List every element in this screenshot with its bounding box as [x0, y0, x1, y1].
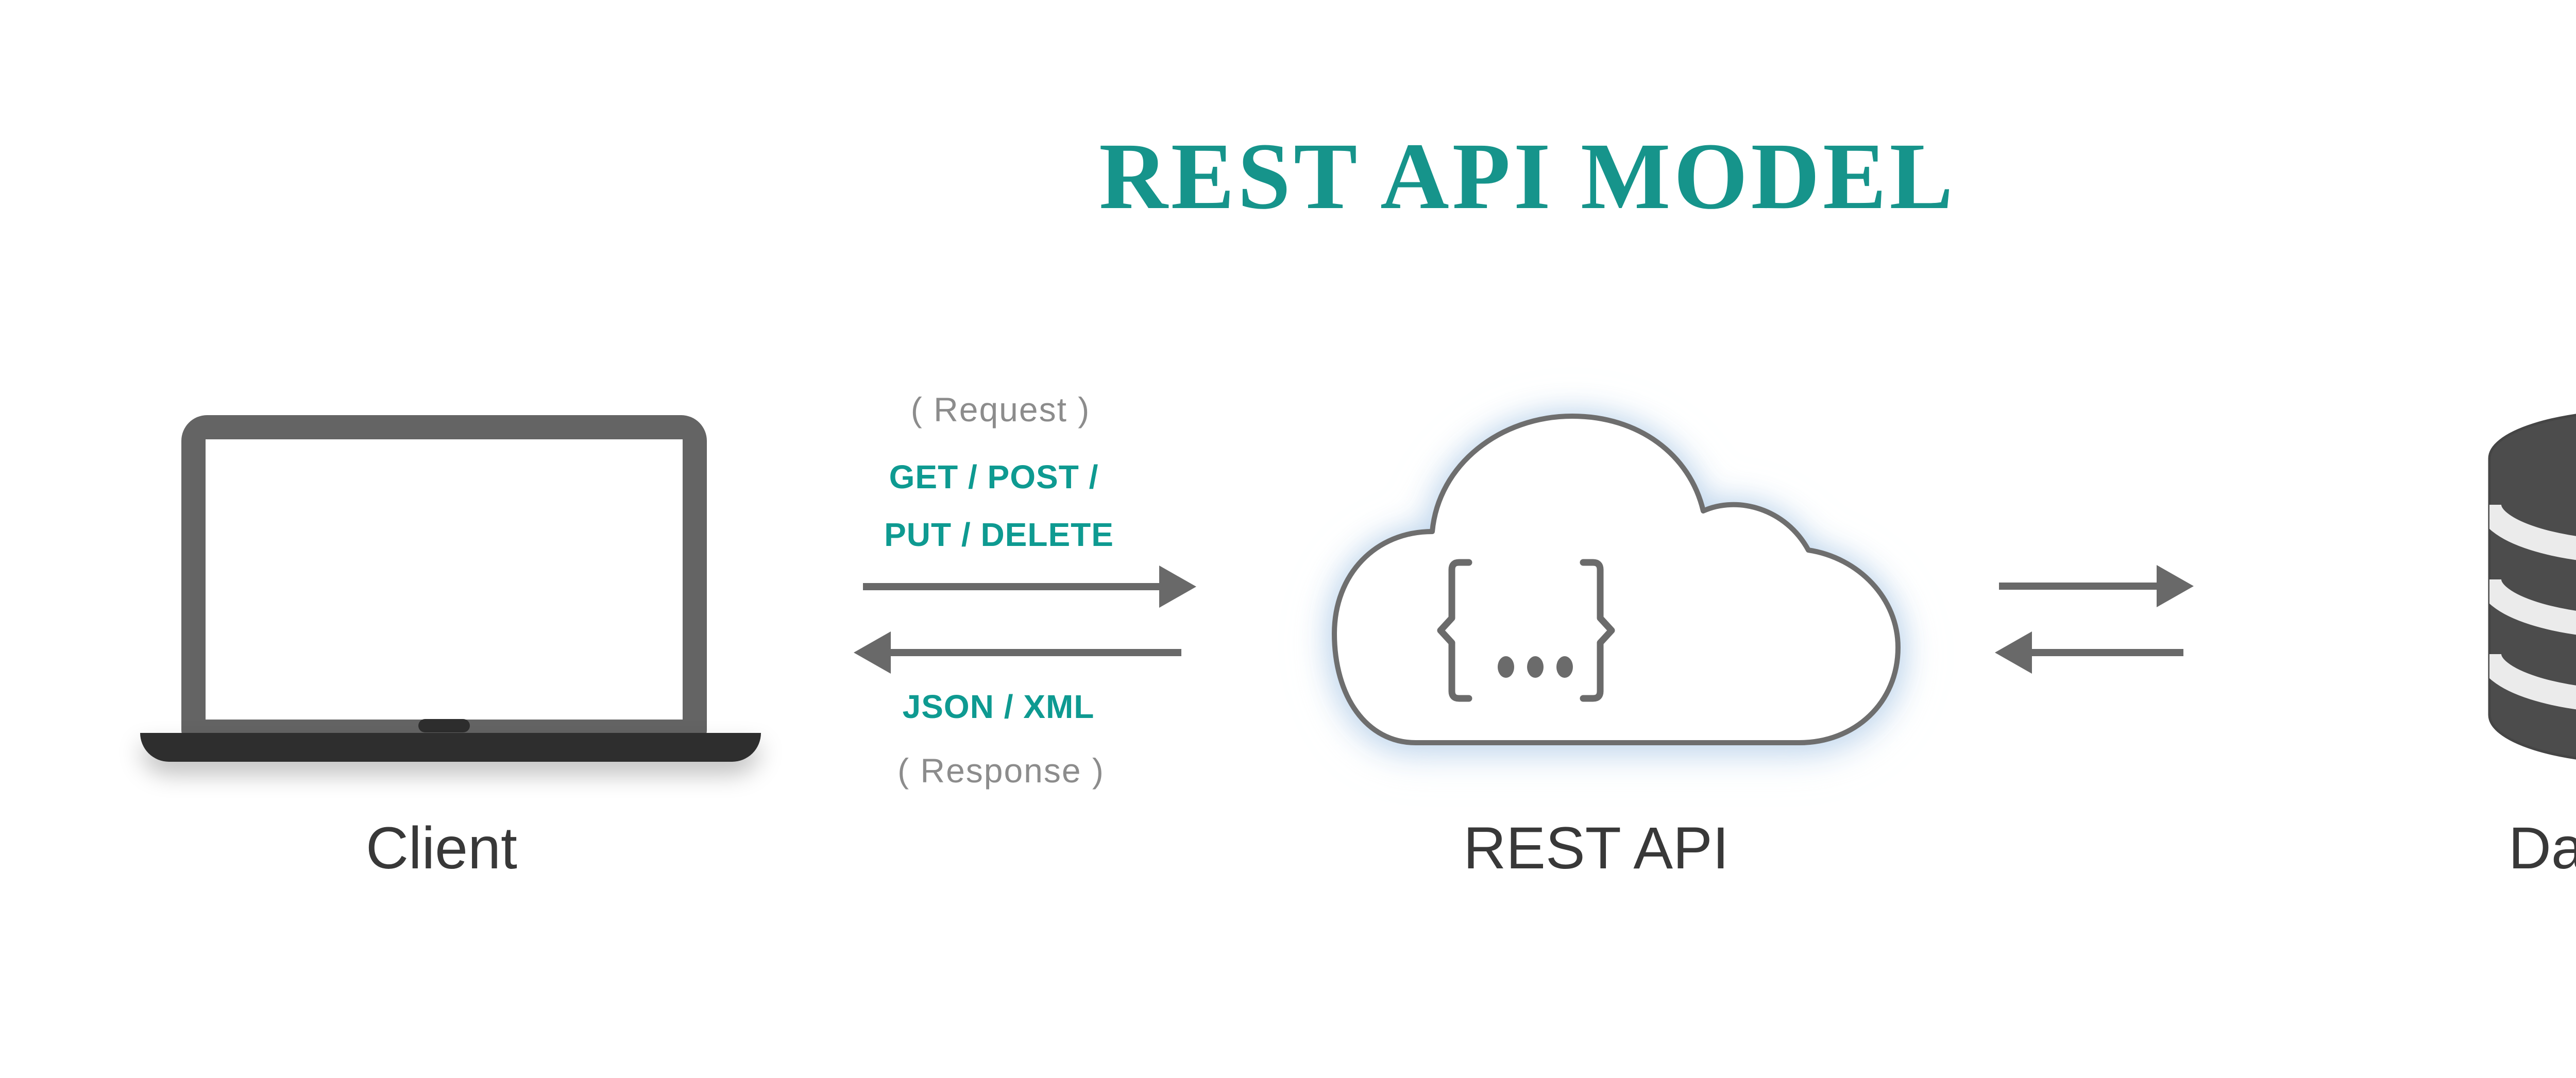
request-annotation: ( Request ) — [910, 390, 1091, 429]
database-cylinder-icon — [2488, 414, 2576, 760]
arrow-shaft — [888, 649, 1181, 656]
right-brace — [1580, 559, 1615, 702]
request-arrow-icon — [863, 566, 1196, 608]
response-formats: JSON / XML — [902, 688, 1095, 725]
arrow-shaft — [2029, 649, 2183, 656]
laptop-icon — [181, 415, 707, 748]
response-arrow-icon — [854, 631, 1181, 674]
response-annotation: ( Response ) — [897, 751, 1105, 790]
api-label: REST API — [1463, 815, 1729, 881]
left-brace — [1437, 559, 1472, 702]
arrow-shaft — [1999, 583, 2160, 590]
db-disk-gaps — [2489, 504, 2576, 714]
arrow-head — [2157, 565, 2194, 607]
database-label: Database — [2508, 815, 2576, 881]
arrow-shaft — [863, 583, 1162, 590]
cloud-shape — [1332, 414, 1901, 745]
request-methods-line1: GET / POST / — [889, 458, 1099, 495]
laptop-screen — [206, 439, 683, 720]
api-to-db-arrow-icon — [1999, 565, 2194, 607]
page-title: REST API MODEL — [1099, 124, 1956, 229]
arrow-head — [1995, 631, 2032, 674]
arrow-head — [854, 631, 891, 674]
client-label: Client — [365, 815, 518, 881]
db-to-api-arrow-icon — [1995, 631, 2183, 674]
laptop-notch — [418, 719, 470, 732]
request-methods-line2: PUT / DELETE — [884, 516, 1114, 553]
laptop-base — [140, 733, 761, 762]
arrow-head — [1159, 566, 1196, 608]
code-braces-icon — [1437, 559, 1615, 702]
cloud-braces-icon — [1332, 414, 1901, 745]
ellipsis-dots — [1498, 656, 1573, 678]
